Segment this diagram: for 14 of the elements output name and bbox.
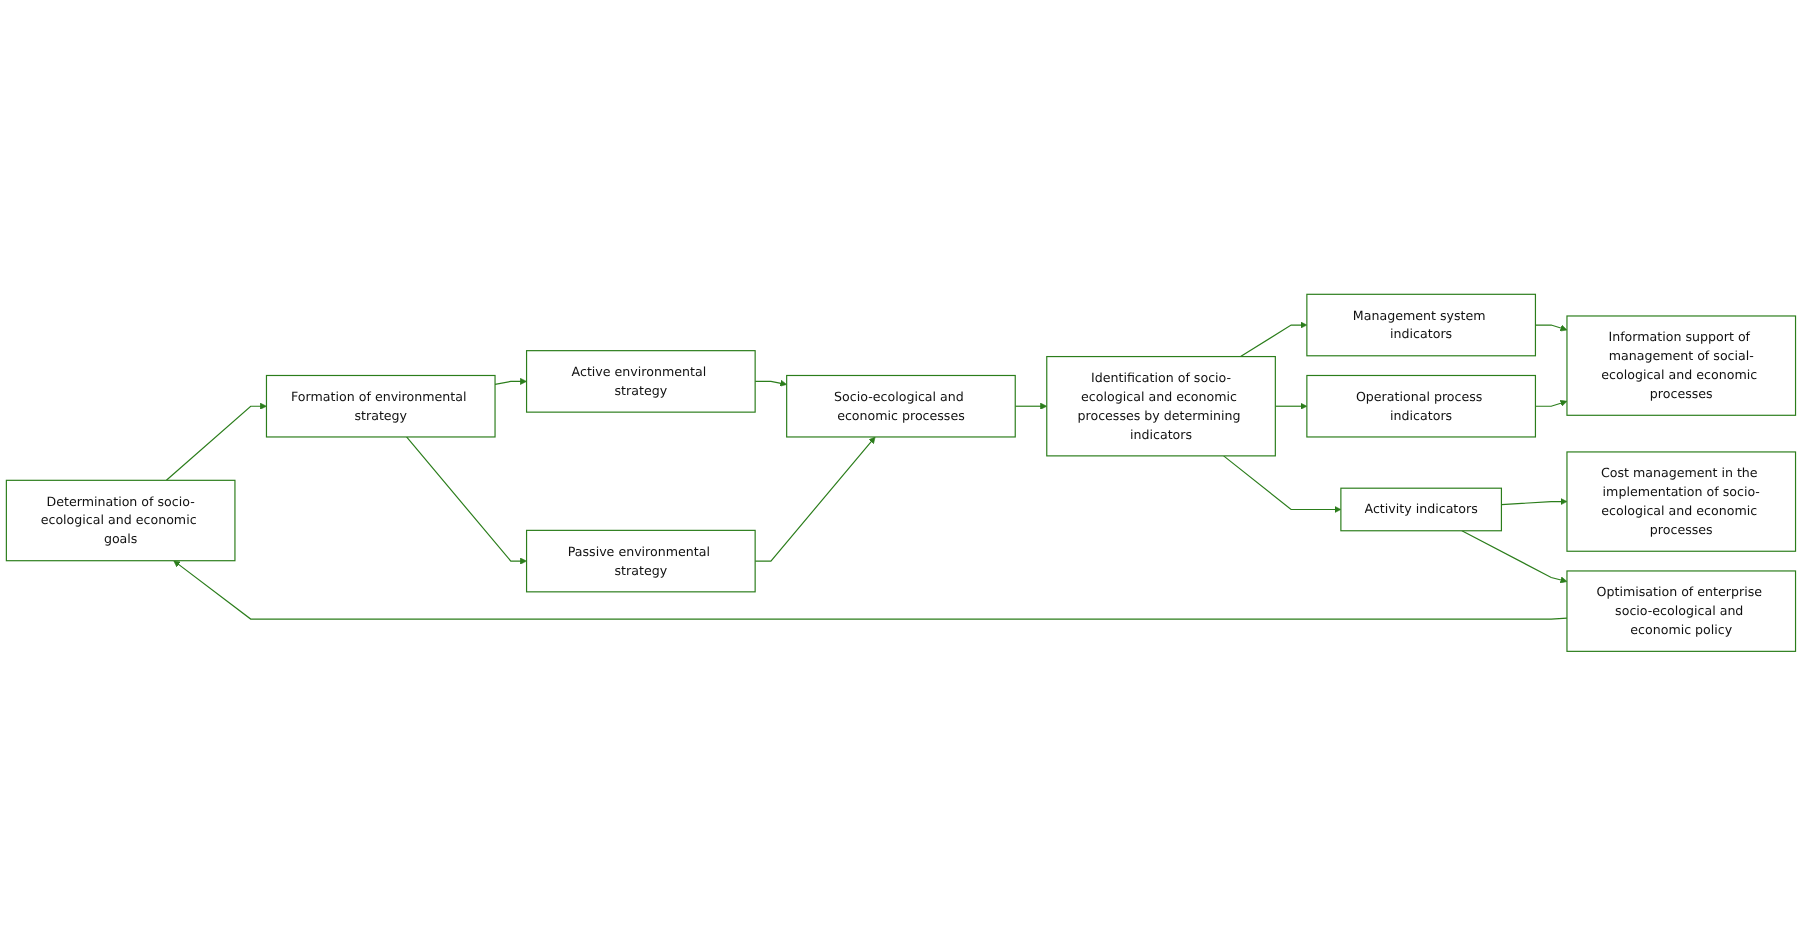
arrow [1223, 455, 1342, 514]
arrow [1534, 400, 1568, 407]
arrow [494, 378, 527, 386]
arrow [1274, 402, 1308, 410]
arrow [1534, 324, 1568, 332]
arrow [754, 379, 787, 387]
arrow [165, 402, 267, 482]
arrow [1240, 321, 1308, 358]
arrow [1014, 402, 1048, 410]
arrow [173, 560, 1568, 620]
arrow [754, 436, 876, 562]
arrow [1500, 498, 1568, 506]
arrow [406, 436, 527, 565]
arrow [1461, 530, 1568, 584]
